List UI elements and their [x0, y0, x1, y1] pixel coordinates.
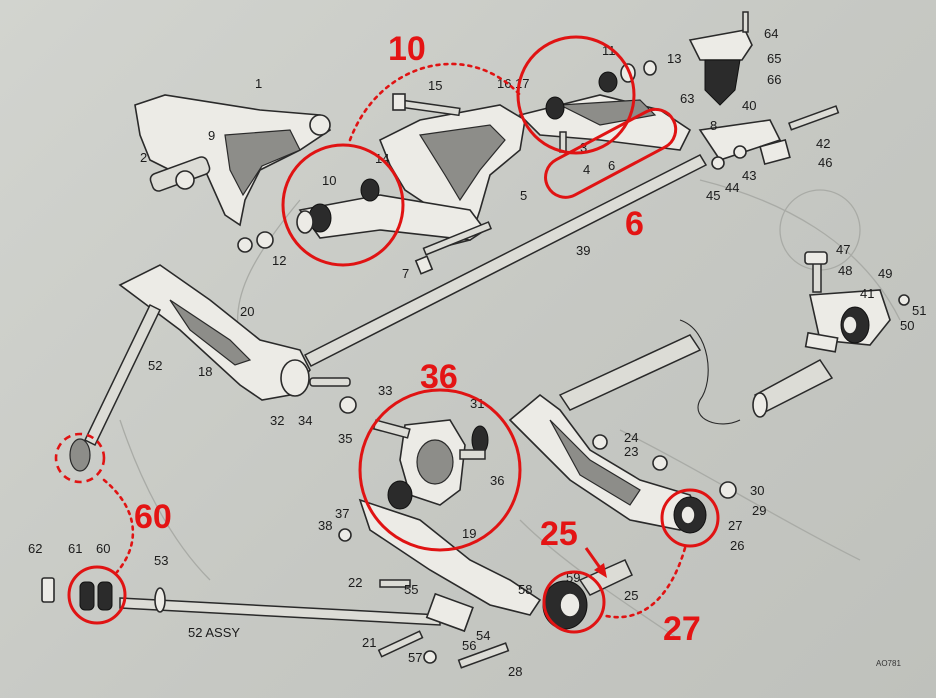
- roll-bar-link-leader: [679, 319, 741, 425]
- part-label-53: 53: [154, 553, 168, 568]
- highlight-circle-60-bottom: [67, 565, 127, 625]
- part-label-34: 34: [298, 413, 312, 428]
- roll-bar-bracket: [804, 251, 891, 353]
- part-label-57: 57: [408, 650, 422, 665]
- highlight-circle-10-left: [281, 143, 405, 267]
- part-label-7: 7: [402, 266, 409, 281]
- highlight-capsule-6: [544, 107, 678, 199]
- callout-6: 6: [625, 205, 644, 243]
- part-label-49: 49: [878, 266, 892, 281]
- lower-bushes: [41, 496, 707, 630]
- part-label-26: 26: [730, 538, 744, 553]
- part-label-61: 61: [68, 541, 82, 556]
- part-label-64: 64: [764, 26, 778, 41]
- bush-set-upper: [296, 60, 657, 234]
- part-label-50: 50: [900, 318, 914, 333]
- dotted-link-27: [600, 546, 687, 619]
- dotted-link-10: [348, 62, 522, 142]
- part-label-13: 13: [667, 51, 681, 66]
- highlight-circle-10-right: [516, 35, 636, 155]
- small-fasteners: [237, 145, 910, 669]
- background-ghost-linework: [119, 179, 901, 641]
- highlight-circle-36: [358, 388, 522, 552]
- lower-wishbone-right: [508, 393, 702, 531]
- callout-25: 25: [540, 515, 578, 553]
- anti-roll-bar: [303, 119, 834, 418]
- callout-27: 27: [663, 610, 701, 648]
- part-label-48: 48: [838, 263, 852, 278]
- highlight-circle-27-right: [660, 488, 720, 548]
- reference-code: AO781: [876, 659, 901, 668]
- swivel-assembly: [372, 419, 489, 510]
- callout-36: 36: [420, 358, 458, 396]
- part-label-51: 51: [912, 303, 926, 318]
- part-label-44: 44: [725, 180, 739, 195]
- part-label-40: 40: [742, 98, 756, 113]
- part-label-22: 22: [348, 575, 362, 590]
- part-label-9: 9: [208, 128, 215, 143]
- part-label-45: 45: [706, 188, 720, 203]
- highlight-circle-27-left: [542, 570, 606, 634]
- part-label-23: 23: [624, 444, 638, 459]
- part-label-12: 12: [272, 253, 286, 268]
- part-label-28: 28: [508, 664, 522, 679]
- part-label-3: 3: [580, 140, 587, 155]
- part-label-54: 54: [476, 628, 490, 643]
- part-label-65: 65: [767, 51, 781, 66]
- part-label-27: 27: [728, 518, 742, 533]
- part-label-47: 47: [836, 242, 850, 257]
- part-label-35: 35: [338, 431, 352, 446]
- part-label-46: 46: [818, 155, 832, 170]
- highlight-circle-60-top: [54, 432, 106, 484]
- part-label-52: 52: [148, 358, 162, 373]
- part-label-43: 43: [742, 168, 756, 183]
- part-label-37: 37: [335, 506, 349, 521]
- part-label-55: 55: [404, 582, 418, 597]
- part-label-60: 60: [96, 541, 110, 556]
- part-label-33: 33: [378, 383, 392, 398]
- part-label-19: 19: [462, 526, 476, 541]
- part-label-21: 21: [362, 635, 376, 650]
- lower-wishbone-left: [118, 264, 351, 401]
- callout-60: 60: [134, 498, 172, 536]
- part-label-1: 1: [255, 76, 262, 91]
- red-annotations: 10 6 36 60 25 27: [54, 30, 720, 648]
- part-label-36: 36: [490, 473, 504, 488]
- part-label-56: 56: [462, 638, 476, 653]
- tie-rod: [69, 303, 542, 633]
- part-label-66: 66: [767, 72, 781, 87]
- part-label-24: 24: [624, 430, 638, 445]
- part-label-32: 32: [270, 413, 284, 428]
- part-label-15: 15: [428, 78, 442, 93]
- part-label-42: 42: [816, 136, 830, 151]
- part-label-58: 58: [518, 582, 532, 597]
- part-label-63: 63: [680, 91, 694, 106]
- arrow-25-head: [594, 563, 607, 578]
- part-label-4: 4: [583, 162, 590, 177]
- part-label-5: 5: [520, 188, 527, 203]
- part-label-25: 25: [624, 588, 638, 603]
- callout-10: 10: [388, 30, 426, 68]
- bump-stop: [688, 11, 753, 106]
- part-label-39: 39: [576, 243, 590, 258]
- part-label-10: 10: [322, 173, 336, 188]
- part-label-20: 20: [240, 304, 254, 319]
- part-label-6: 6: [608, 158, 615, 173]
- bolts-upper: [392, 93, 840, 275]
- part-label-11: 11: [602, 43, 616, 58]
- part-label-41: 41: [860, 286, 874, 301]
- part-label-30: 30: [750, 483, 764, 498]
- assembly-label: 52 ASSY: [188, 625, 240, 640]
- part-label-18: 18: [198, 364, 212, 379]
- part-number-labels: 1 2 3 4 5 6 7 8 9 10 11 12 13 14 15 16 1…: [28, 26, 926, 679]
- upper-wishbone-frame: [134, 94, 526, 246]
- dotted-link-60: [102, 478, 135, 574]
- part-label-29: 29: [752, 503, 766, 518]
- part-label-62: 62: [28, 541, 42, 556]
- part-label-2: 2: [140, 150, 147, 165]
- part-label-38: 38: [318, 518, 332, 533]
- part-label-8: 8: [710, 118, 717, 133]
